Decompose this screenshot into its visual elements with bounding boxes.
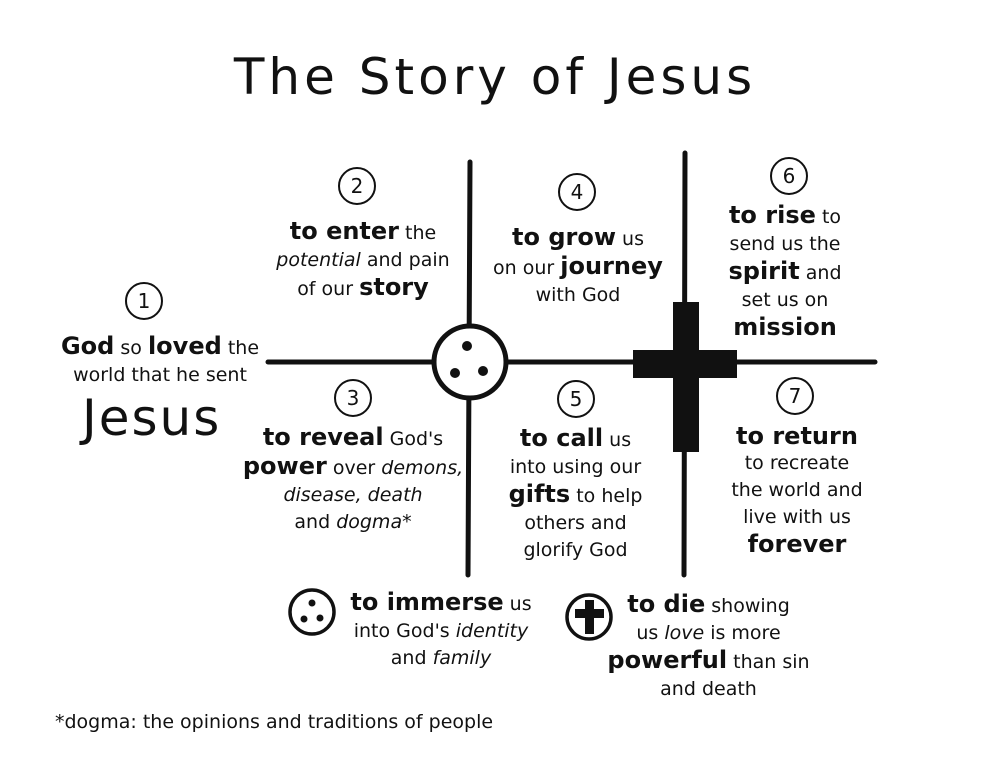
step-4-after: us: [616, 228, 644, 250]
step-1-number: 1: [125, 282, 163, 320]
step-2-bold: to enter: [289, 217, 400, 245]
step-1-text-a: so: [114, 337, 148, 359]
step-3-line3: disease, death: [283, 484, 423, 506]
legend-immerse-and: and: [390, 647, 433, 669]
step-4-line3: with God: [535, 284, 621, 306]
step-7-line3: the world and: [731, 479, 863, 501]
step-6-bold: to rise: [728, 201, 816, 229]
legend-immerse-after: us: [503, 593, 532, 615]
legend-die-line3: than sin: [727, 651, 810, 673]
step-7-number: 7: [776, 377, 814, 415]
legend-immerse-family: family: [432, 647, 492, 669]
step-7-text: to return to recreate the world and live…: [712, 423, 882, 558]
step-5-gifts: gifts: [508, 480, 571, 508]
step-4-line2: on our: [493, 257, 561, 279]
step-5-bold: to call: [519, 424, 604, 452]
step-5-after: us: [603, 429, 632, 451]
step-5-line5: glorify God: [523, 539, 628, 561]
step-3-after: God's: [383, 428, 444, 450]
step-2-number: 2: [338, 167, 376, 205]
step-2-text: to enter the potential and pain of our s…: [258, 218, 468, 303]
step-7-line4: live with us: [743, 506, 851, 528]
legend-die-line2-rest: is more: [704, 622, 781, 644]
step-6-line2: send us the: [729, 233, 841, 255]
step-3-and: and: [294, 511, 337, 533]
page-title: The Story of Jesus: [233, 48, 757, 106]
step-3-text: to reveal God's power over demons, disea…: [233, 424, 473, 536]
step-1-jesus: Jesus: [82, 389, 222, 447]
step-4-number: 4: [558, 173, 596, 211]
step-2-line2: and pain: [360, 249, 450, 271]
step-4-text: to grow us on our journey with God: [478, 224, 678, 309]
legend-die-after: showing: [705, 595, 790, 617]
step-6-after: to: [815, 206, 842, 228]
step-5-text: to call us into using our gifts to help …: [478, 425, 673, 564]
legend-immerse-bold: to immerse: [350, 588, 504, 616]
step-2-italic: potential: [276, 249, 361, 271]
step-3-bold: to reveal: [262, 423, 384, 451]
step-5-line3: to help: [570, 485, 643, 507]
step-6-mission: mission: [733, 313, 837, 341]
legend-die-powerful: powerful: [607, 646, 728, 674]
step-5-line4: others and: [524, 512, 627, 534]
step-7-bold: to return: [736, 422, 858, 450]
step-3-dogma: dogma*: [336, 511, 412, 533]
step-3-power: power: [242, 452, 327, 480]
step-2-story: story: [359, 273, 429, 301]
step-6-number: 6: [770, 157, 808, 195]
step-5-number: 5: [557, 380, 595, 418]
legend-die-text: to die showing us love is more powerful …: [596, 591, 821, 703]
step-2-line3: of our: [297, 278, 360, 300]
step-5-line2: into using our: [509, 456, 642, 478]
step-7-line2: to recreate: [744, 452, 850, 474]
step-7-forever: forever: [747, 530, 847, 558]
legend-immerse-line2: into God's: [353, 620, 456, 642]
step-2-after: the: [399, 222, 437, 244]
step-1-line2: world that he sent: [73, 364, 247, 386]
legend-die-us: us: [636, 622, 665, 644]
step-6-line4: set us on: [741, 289, 829, 311]
legend-die-line4: and death: [660, 678, 757, 700]
cross-icon: [633, 302, 737, 452]
step-3-over: over: [326, 457, 382, 479]
legend-immerse-text: to immerse us into God's identity and fa…: [336, 589, 546, 672]
three-dots-circle-icon: [431, 323, 509, 401]
step-1-text-b: the: [221, 337, 260, 359]
legend-die-bold: to die: [627, 590, 706, 618]
step-1-text: God so loved the world that he sent Jesu…: [40, 332, 280, 448]
legend-die-love: love: [664, 622, 705, 644]
step-6-spirit: spirit: [728, 257, 800, 285]
step-6-text: to rise to send us the spirit and set us…: [700, 202, 870, 341]
step-1-bold-a: God: [60, 332, 115, 360]
footnote: *dogma: the opinions and traditions of p…: [55, 711, 494, 733]
legend-three-dots-icon: [288, 588, 336, 636]
legend-cross-icon: [565, 593, 613, 641]
step-4-journey: journey: [560, 252, 663, 280]
step-6-line3: and: [799, 262, 842, 284]
step-1-bold-b: loved: [147, 332, 222, 360]
legend-immerse-identity: identity: [455, 620, 529, 642]
step-4-bold: to grow: [512, 223, 616, 251]
step-3-demons: demons,: [381, 457, 464, 479]
step-3-number: 3: [334, 379, 372, 417]
